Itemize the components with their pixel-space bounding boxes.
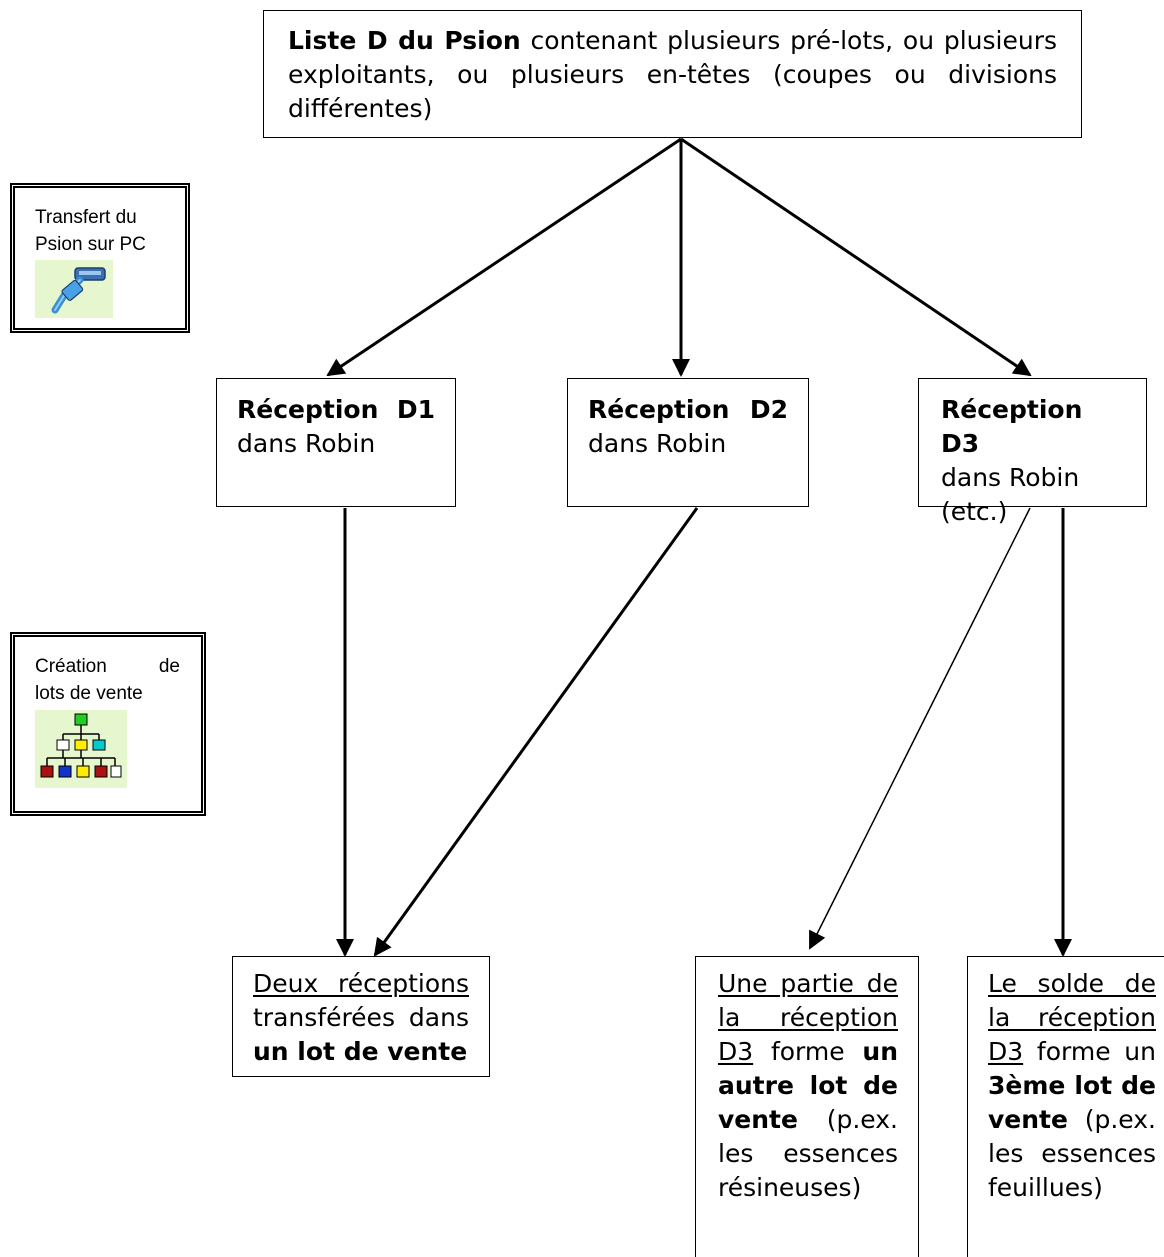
reception-d3-sub: dans Robin: [941, 463, 1080, 492]
reception-d2-sub: dans Robin: [588, 429, 727, 458]
result-2-line-6: les essences: [718, 1139, 898, 1168]
result-3-line-5: vente (p.ex.: [988, 1105, 1156, 1134]
creation-label-1: Création de: [35, 656, 180, 677]
reception-d2-box: Réception D2 dans Robin: [567, 378, 809, 507]
reception-d3-title: Réception D3: [941, 395, 1083, 458]
arrow-d3-to-lot2: [809, 507, 1031, 950]
arrow-to-d3: [680, 137, 1032, 377]
transfer-panel: Transfert du Psion sur PC: [10, 183, 190, 333]
result-2-line-2: la réception: [718, 1003, 898, 1032]
reception-d1-title: Réception D1: [237, 395, 435, 424]
reception-d1-box: Réception D1 dans Robin: [216, 378, 456, 507]
creation-panel: Création de lots de vente: [10, 632, 206, 816]
top-box-line-2: exploitants, ou plusieurs en-têtes (coup…: [288, 60, 1057, 89]
result-2-line-3: D3 forme un: [718, 1037, 898, 1066]
result-1-line-2: transférées dans: [253, 1003, 469, 1032]
hierarchy-tree-icon: [35, 710, 127, 788]
top-box-title: Liste D du Psion: [288, 26, 521, 55]
result-3-line-2: la réception: [988, 1003, 1156, 1032]
reception-d1-sub: dans Robin: [237, 429, 376, 458]
result-3-line-6: les essences: [988, 1139, 1156, 1168]
top-list-box: Liste D du Psion contenant plusieurs pré…: [263, 10, 1082, 138]
result-3-line-7: feuillues): [988, 1173, 1103, 1202]
lot-de-vente-1-box: Deux réceptions transférées dans un lot …: [232, 956, 490, 1077]
transfer-label-1: Transfert du: [35, 207, 137, 228]
top-box-line-1: Liste D du Psion contenant plusieurs pré…: [288, 26, 1057, 55]
creation-label-2: lots de vente: [35, 683, 143, 704]
result-1-line-3: un lot de vente: [253, 1037, 468, 1066]
result-3-line-3: D3 forme un: [988, 1037, 1157, 1066]
top-box-line-3: différentes): [288, 94, 433, 123]
usb-cable-icon: [35, 260, 113, 318]
arrow-d2-to-lot: [373, 507, 699, 957]
result-2-line-7: résineuses): [718, 1173, 862, 1202]
reception-d3-box: Réception D3 dans Robin (etc.): [918, 378, 1147, 526]
result-3-line-4: 3ème lot de: [988, 1071, 1156, 1100]
result-3-line-1: Le solde de: [988, 969, 1156, 998]
reception-d2-title: Réception D2: [588, 395, 788, 424]
lot-de-vente-2-box: Une partie de la réception D3 forme un a…: [695, 956, 919, 1257]
lot-de-vente-3-box: Le solde de la réception D3 forme un 3èm…: [967, 956, 1164, 1257]
result-2-line-4: autre lot de: [718, 1071, 898, 1100]
result-2-line-5: vente (p.ex.: [718, 1105, 898, 1134]
arrow-to-d1: [326, 137, 682, 377]
reception-d3-etc: (etc.): [941, 497, 1008, 526]
result-2-line-1: Une partie de: [718, 969, 898, 998]
transfer-label-2: Psion sur PC: [35, 234, 146, 255]
result-1-line-1: Deux réceptions: [253, 969, 469, 998]
